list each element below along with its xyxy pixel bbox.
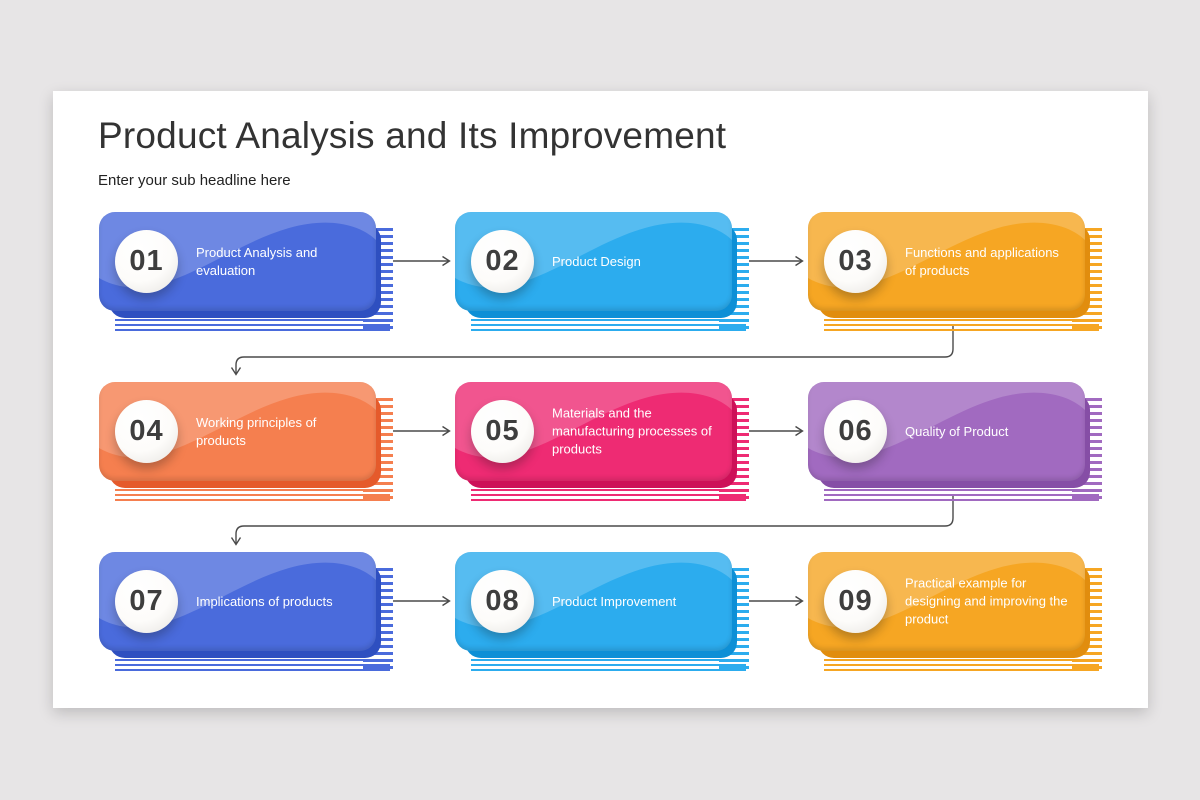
- step-card-05[interactable]: 05 Materials and the manufacturing proce…: [455, 382, 749, 501]
- card-face: 02 Product Design: [455, 212, 732, 311]
- step-number-badge: 02: [471, 230, 534, 293]
- step-label: Materials and the manufacturing processe…: [552, 405, 712, 457]
- step-number-badge: 04: [115, 400, 178, 463]
- step-label: Working principles of products: [196, 414, 317, 448]
- card-face: 09 Practical example for designing and i…: [808, 552, 1085, 651]
- arrow-03-04: [230, 324, 954, 376]
- underline-decoration: [824, 319, 1099, 331]
- underline-decoration: [471, 659, 746, 671]
- page-title: Product Analysis and Its Improvement: [98, 115, 727, 156]
- step-card-09[interactable]: 09 Practical example for designing and i…: [808, 552, 1102, 671]
- step-number-badge: 07: [115, 570, 178, 633]
- step-number-badge: 06: [824, 400, 887, 463]
- step-number: 06: [838, 415, 873, 447]
- step-number-badge: 09: [824, 570, 887, 633]
- step-card-04[interactable]: 04 Working principles of products: [99, 382, 393, 501]
- underline-decoration: [824, 659, 1099, 671]
- card-face: 04 Working principles of products: [99, 382, 376, 481]
- step-label: Quality of Product: [905, 423, 1009, 439]
- step-number: 01: [129, 245, 164, 277]
- step-number: 07: [129, 585, 164, 617]
- step-number: 03: [838, 245, 873, 277]
- step-number: 02: [485, 245, 520, 277]
- step-label: Functions and applications of products: [905, 244, 1059, 278]
- step-label: Product Analysis and evaluation: [196, 244, 318, 278]
- step-card-06[interactable]: 06 Quality of Product: [808, 382, 1102, 501]
- underline-decoration: [824, 489, 1099, 501]
- step-label: Practical example for designing and impr…: [905, 575, 1068, 627]
- underline-decoration: [471, 319, 746, 331]
- sub-headline: Enter your sub headline here: [98, 172, 291, 189]
- step-number-badge: 05: [471, 400, 534, 463]
- step-card-07[interactable]: 07 Implications of products: [99, 552, 393, 671]
- underline-decoration: [115, 319, 390, 331]
- card-face: 01 Product Analysis and evaluation: [99, 212, 376, 311]
- step-number-badge: 01: [115, 230, 178, 293]
- step-number: 08: [485, 585, 520, 617]
- card-face: 07 Implications of products: [99, 552, 376, 651]
- step-card-01[interactable]: 01 Product Analysis and evaluation: [99, 212, 393, 331]
- step-number: 05: [485, 415, 520, 447]
- underline-decoration: [115, 489, 390, 501]
- step-number-badge: 08: [471, 570, 534, 633]
- step-card-03[interactable]: 03 Functions and applications of product…: [808, 212, 1102, 331]
- step-card-02[interactable]: 02 Product Design: [455, 212, 749, 331]
- step-label: Implications of products: [196, 593, 333, 609]
- step-number: 09: [838, 585, 873, 617]
- underline-decoration: [115, 659, 390, 671]
- step-label: Product Improvement: [552, 593, 677, 609]
- card-face: 05 Materials and the manufacturing proce…: [455, 382, 732, 481]
- step-label: Product Design: [552, 253, 641, 269]
- card-face: 03 Functions and applications of product…: [808, 212, 1085, 311]
- arrow-06-07: [230, 494, 954, 546]
- step-card-08[interactable]: 08 Product Improvement: [455, 552, 749, 671]
- slide-canvas: Product Analysis and Its Improvement Ent…: [53, 91, 1148, 708]
- underline-decoration: [471, 489, 746, 501]
- card-face: 08 Product Improvement: [455, 552, 732, 651]
- step-number: 04: [129, 415, 164, 447]
- card-face: 06 Quality of Product: [808, 382, 1085, 481]
- step-number-badge: 03: [824, 230, 887, 293]
